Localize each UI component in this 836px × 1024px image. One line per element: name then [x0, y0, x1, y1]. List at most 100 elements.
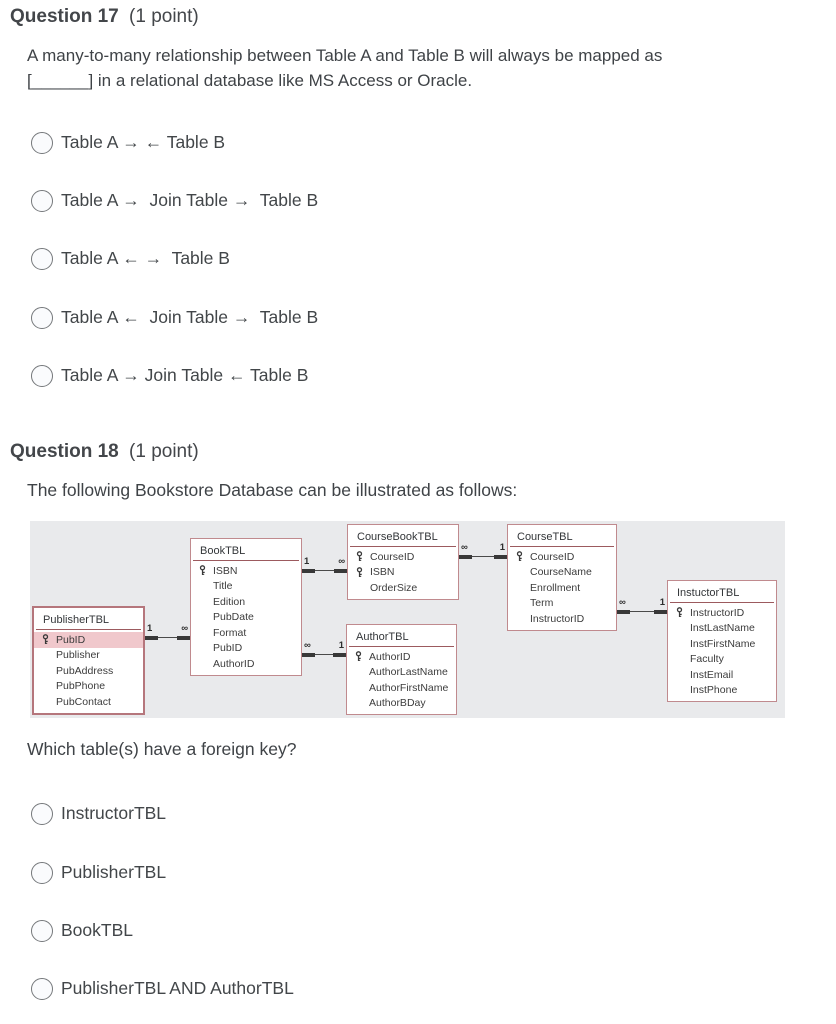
q17-option-4[interactable]: Table A ← Join Table → Table B — [31, 305, 318, 330]
erd-field-row: ISBN — [348, 565, 458, 581]
erd-field-label: PubAddress — [56, 664, 114, 677]
erd-field-row: Edition — [191, 594, 301, 610]
erd-field-row: ISBN — [191, 563, 301, 579]
table-divider — [670, 602, 774, 603]
q18-option-3[interactable]: BookTBL — [31, 918, 133, 943]
q18-option-4[interactable]: PublisherTBL AND AuthorTBL — [31, 976, 294, 1001]
option-label: PublisherTBL AND AuthorTBL — [61, 978, 294, 998]
erd-field-label: InstructorID — [690, 606, 745, 619]
radio-button[interactable] — [31, 131, 53, 154]
option-label: Table A → ← Table B — [61, 132, 226, 152]
radio-button[interactable] — [31, 364, 53, 387]
erd-field-row: AuthorFirstName — [347, 680, 456, 696]
cardinality-label: 1 — [147, 623, 153, 634]
radio-button[interactable] — [31, 919, 53, 942]
q17-option-1[interactable]: Table A → ← Table B — [31, 130, 225, 155]
q18-question: Which table(s) have a foreign key? — [27, 739, 297, 759]
option-label: Table A ← → Table B — [61, 248, 230, 268]
erd-field-row: Format — [191, 625, 301, 641]
option-label: InstructorTBL — [61, 803, 167, 823]
erd-table-coursebooktbl: CourseBookTBL CourseID ISBN OrderSize — [347, 524, 459, 600]
erd-table-title: BookTBL — [200, 545, 246, 557]
erd-field-label: AuthorBDay — [369, 697, 426, 710]
relationship-book-coursebook: 1 ∞ — [302, 557, 347, 573]
erd-table-title: PublisherTBL — [43, 614, 110, 626]
erd-field-row: InstLastName — [668, 621, 776, 637]
q17-points: (1 point) — [129, 6, 199, 27]
table-divider — [510, 546, 614, 547]
erd-table-booktbl: BookTBL ISBN Title Edition PubDate Forma… — [190, 538, 302, 676]
q18-title: Question 18 — [10, 441, 119, 462]
relationship-publisher-book: 1 ∞ — [145, 624, 190, 640]
erd-field-row: InstructorID — [508, 611, 616, 627]
erd-table-publishertbl: PublisherTBL PubID Publisher PubAddress … — [32, 606, 145, 715]
primary-key-icon — [42, 634, 56, 645]
table-divider — [36, 629, 141, 630]
erd-field-label: Publisher — [56, 649, 100, 662]
erd-field-label: InstEmail — [690, 668, 734, 681]
cardinality-label: ∞ — [181, 623, 188, 634]
erd-field-row: Title — [191, 579, 301, 595]
radio-button[interactable] — [31, 306, 53, 329]
radio-button[interactable] — [31, 861, 53, 884]
q18-intro: The following Bookstore Database can be … — [27, 480, 518, 500]
erd-field-label: Title — [213, 580, 233, 593]
erd-table-authortbl: AuthorTBL AuthorID AuthorLastName Author… — [346, 624, 457, 715]
q17-option-2[interactable]: Table A → Join Table → Table B — [31, 188, 318, 213]
q17-body-line1: A many-to-many relationship between Tabl… — [27, 46, 663, 65]
erd-field-label: PubPhone — [56, 680, 106, 693]
erd-field-row: InstPhone — [668, 683, 776, 699]
relationship-book-author: ∞ 1 — [302, 641, 346, 657]
erd-field-row: Enrollment — [508, 580, 616, 596]
cardinality-label: ∞ — [461, 542, 468, 553]
erd-field-row: PubID — [191, 641, 301, 657]
erd-field-row: PubContact — [34, 694, 143, 710]
q17-option-5[interactable]: Table A → Join Table ← Table B — [31, 363, 308, 388]
erd-field-row: Faculty — [668, 652, 776, 668]
radio-button[interactable] — [31, 977, 53, 1000]
cardinality-label: ∞ — [304, 640, 311, 651]
radio-button[interactable] — [31, 189, 53, 212]
table-divider — [349, 646, 454, 647]
erd-table-title: InstuctorTBL — [677, 587, 740, 599]
erd-field-row: CourseName — [508, 565, 616, 581]
primary-key-icon — [355, 651, 369, 662]
erd-field-row: CourseID — [348, 549, 458, 565]
primary-key-icon — [199, 565, 213, 576]
erd-field-label: Edition — [213, 595, 246, 608]
erd-field-label: AuthorLastName — [369, 666, 448, 679]
erd-field-label: ISBN — [370, 566, 395, 579]
option-label: Table A → Join Table ← Table B — [61, 365, 309, 385]
cardinality-label: 1 — [338, 640, 344, 651]
erd-field-row: PubDate — [191, 610, 301, 626]
radio-button[interactable] — [31, 247, 53, 270]
relationship-line — [302, 653, 346, 657]
relationship-course-instuctor: ∞ 1 — [617, 598, 667, 614]
erd-field-label: InstFirstName — [690, 637, 756, 650]
cardinality-label: ∞ — [338, 556, 345, 567]
radio-button[interactable] — [31, 802, 53, 825]
bookstore-erd-diagram: PublisherTBL PubID Publisher PubAddress … — [30, 521, 785, 718]
option-label: PublisherTBL — [61, 862, 167, 882]
erd-field-label: PubID — [56, 633, 86, 646]
erd-field-label: AuthorID — [213, 657, 255, 670]
primary-key-icon — [676, 607, 690, 618]
q18-points: (1 point) — [129, 441, 199, 462]
erd-field-label: PubID — [213, 642, 243, 655]
erd-field-row: PubID — [34, 632, 143, 648]
erd-field-row: CourseID — [508, 549, 616, 565]
erd-field-label: InstPhone — [690, 684, 738, 697]
erd-field-label: Format — [213, 626, 247, 639]
cardinality-label: ∞ — [619, 597, 626, 608]
erd-field-row: AuthorBDay — [347, 696, 456, 712]
q18-option-2[interactable]: PublisherTBL — [31, 860, 166, 885]
erd-field-label: Faculty — [690, 653, 724, 666]
erd-field-row: OrderSize — [348, 580, 458, 596]
q18-option-1[interactable]: InstructorTBL — [31, 801, 166, 826]
erd-field-row: Term — [508, 596, 616, 612]
option-label: Table A → Join Table → Table B — [61, 190, 319, 210]
erd-field-label: AuthorFirstName — [369, 681, 449, 694]
erd-table-title: AuthorTBL — [356, 631, 409, 643]
q17-option-3[interactable]: Table A ← → Table B — [31, 246, 230, 271]
